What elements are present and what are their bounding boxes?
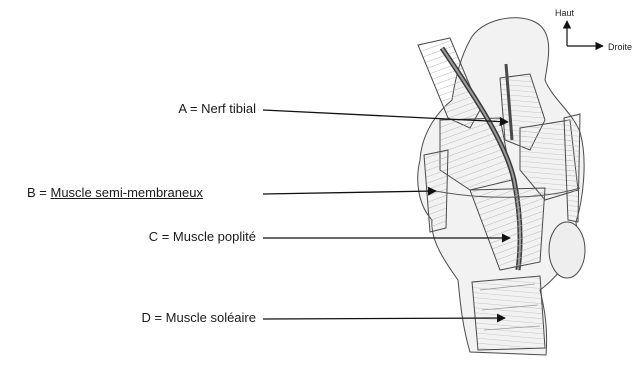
label-b-term: Muscle semi-membraneux [51, 185, 203, 200]
label-d-soleus: D = Muscle soléaire [60, 310, 256, 325]
label-c-popliteus: C = Muscle poplité [60, 229, 256, 244]
arrow-b [263, 191, 436, 194]
label-a-tibial-nerve: A = Nerf tibial [60, 101, 256, 116]
orientation-arrows [567, 21, 603, 46]
knee-illustration [418, 18, 585, 355]
label-b-prefix: B = [27, 185, 51, 200]
label-b-semimembranosus: B = Muscle semi-membraneux [27, 185, 203, 200]
fibular-head [549, 222, 585, 278]
